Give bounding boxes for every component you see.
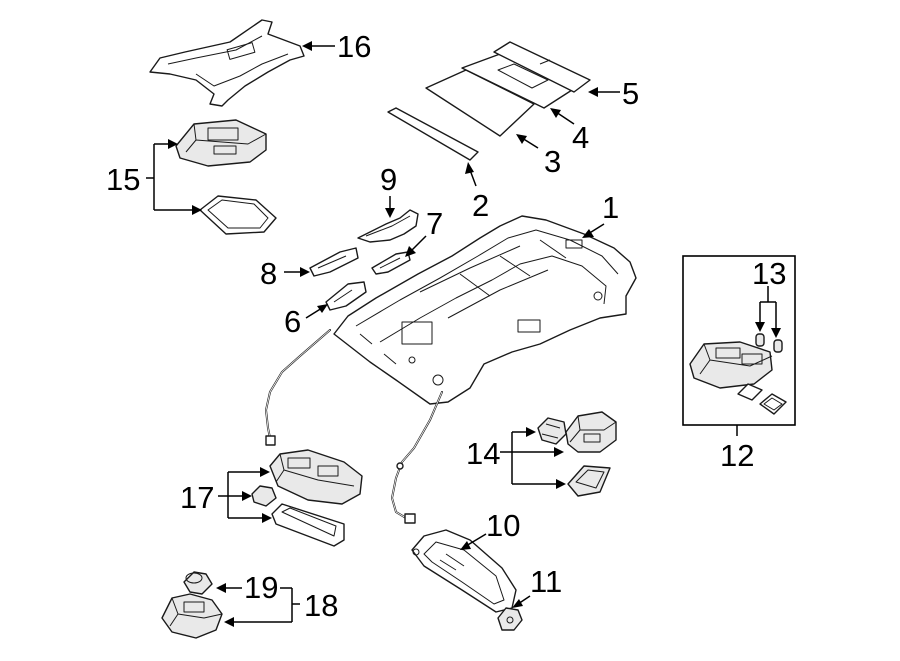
part-13-bulb-right [773,339,783,353]
leader-lines [146,41,781,627]
callout-15: 15 [106,162,140,197]
part-19-bulb [183,571,213,595]
callout-9: 9 [380,162,397,197]
callout-1: 1 [602,190,619,225]
part-6-grab-handle [325,281,367,311]
callout-7: 7 [426,206,443,241]
part-16-roof-bracket [149,19,305,107]
callout-6: 6 [284,304,301,339]
callout-5: 5 [622,76,639,111]
callout-4: 4 [572,120,589,155]
part-9-bracket [357,209,419,243]
headliner-wire-left [264,329,331,446]
headliner-wire-right [390,391,443,524]
part-15-dome-lamp [175,119,267,167]
part-3-roof-panel [425,69,535,137]
callout-11: 11 [530,564,562,599]
callout-14: 14 [466,436,500,471]
part-15-lamp-lens [199,195,277,235]
part-14-lamp-lens [567,465,611,497]
part-17-lamp-bulb [251,485,277,507]
part-1-headliner [333,215,637,405]
part-11-visor-clip [497,607,523,631]
callout-labels: 16 5 4 3 2 1 15 9 7 8 6 13 12 14 17 10 1… [106,29,786,623]
part-8-grab-handle [309,247,359,277]
callout-16: 16 [337,29,371,64]
callout-2: 2 [472,188,489,223]
part-17-console-lamp [269,449,363,505]
callout-18: 18 [304,588,338,623]
part-10-sun-visor [411,529,517,613]
callout-17: 17 [180,480,214,515]
part-13-bulb-left [755,333,765,347]
callout-12: 12 [720,438,754,473]
callout-10: 10 [486,508,520,543]
callout-19: 19 [244,570,278,605]
part-2-trim-strip [387,107,479,161]
part-5-roof-panel [493,41,591,93]
callout-3: 3 [544,144,561,179]
inset-box-12 [682,255,796,426]
callout-8: 8 [260,256,277,291]
part-14-lamp-bulb [537,417,567,445]
part-7-grab-handle [371,251,411,275]
part-14-lamp-housing [565,411,617,453]
part-18-switch-housing [161,593,223,639]
callout-13: 13 [752,256,786,291]
part-17-lamp-lens [271,503,345,547]
